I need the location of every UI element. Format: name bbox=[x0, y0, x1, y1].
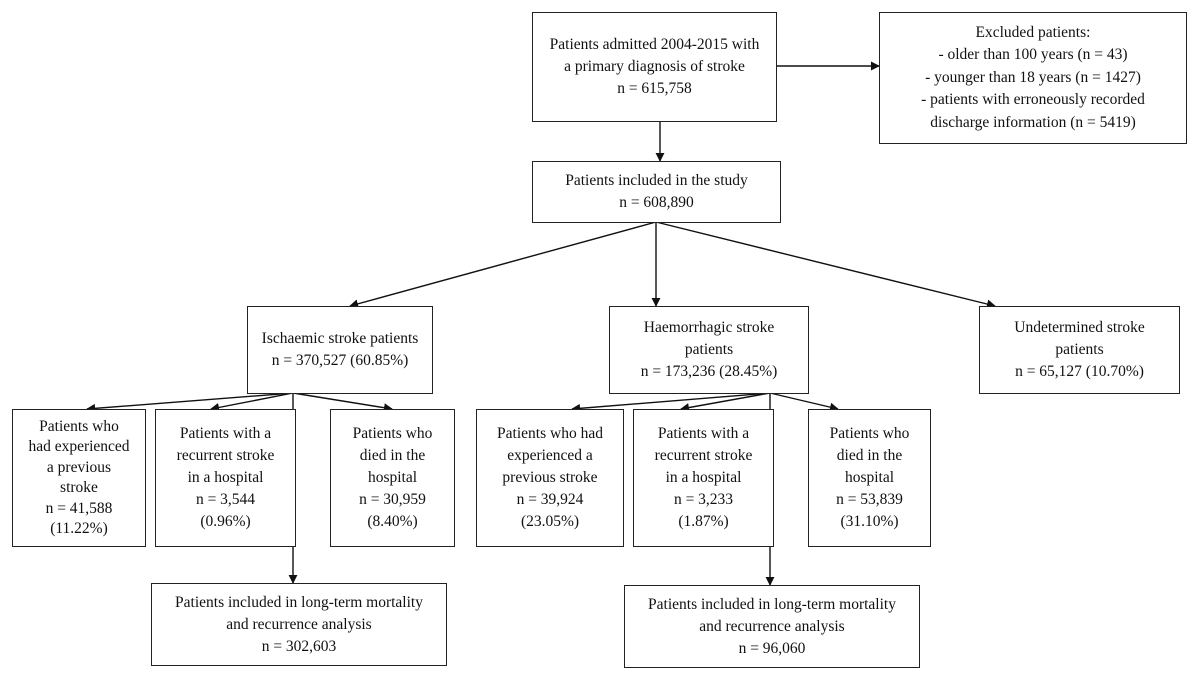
ischaemic-line-2: n = 370,527 (60.85%) bbox=[271, 352, 409, 369]
arrow-haemorrhagic-to-recurrent bbox=[680, 392, 771, 412]
haemorrhagic-previous-stroke-box: Patients who had experienced a previous st… bbox=[476, 409, 624, 547]
haemorrhagic-died-line-3: hospital bbox=[844, 469, 895, 486]
ischaemic-died-line-3: hospital bbox=[367, 469, 418, 486]
haemorrhagic-previous-stroke-line-4: n = 39,924 bbox=[516, 491, 584, 508]
excluded-line-4: - patients with erroneously recorded bbox=[921, 91, 1145, 109]
included-line-2: n = 608,890 bbox=[619, 194, 694, 211]
arrow-ischaemic-to-recurrent bbox=[210, 392, 294, 412]
haemorrhagic-previous-stroke-line-2: experienced a bbox=[507, 447, 593, 464]
haemorrhagic-longterm-line-1: Patients included in long-term mortality bbox=[648, 595, 896, 613]
excluded-line-5: discharge information (n = 5419) bbox=[930, 113, 1136, 131]
ischaemic-recurrent-stroke-line-5: (0.96%) bbox=[200, 513, 251, 530]
ischaemic-longterm-line-3: n = 302,603 bbox=[261, 637, 337, 655]
haemorrhagic-recurrent-stroke-box: Patients with a recurrent stroke in a hosp… bbox=[633, 409, 774, 547]
haemorrhagic-recurrent-stroke-line-4: n = 3,233 bbox=[673, 491, 734, 508]
haemorrhagic-died-line-4: n = 53,839 bbox=[836, 491, 903, 508]
admitted-line-3: n = 615,758 bbox=[617, 80, 692, 97]
excluded-line-3: - younger than 18 years (n = 1427) bbox=[925, 68, 1141, 86]
ischaemic-previous-stroke-line-6: (11.22%) bbox=[50, 520, 108, 537]
haemorrhagic-longterm-line-3: n = 96,060 bbox=[738, 639, 806, 657]
haemorrhagic-line-2: patients bbox=[684, 341, 734, 358]
undetermined-line-1: Undetermined stroke bbox=[1014, 319, 1145, 336]
ischaemic-recurrent-stroke-line-2: recurrent stroke bbox=[176, 447, 275, 464]
haemorrhagic-died-line-2: died in the bbox=[836, 447, 903, 464]
haemorrhagic-line-3: n = 173,236 (28.45%) bbox=[640, 363, 778, 380]
haemorrhagic-recurrent-stroke-line-5: (1.87%) bbox=[678, 513, 729, 530]
ischaemic-longterm-box: Patients included in long-term mortality… bbox=[151, 583, 447, 666]
haemorrhagic-died-line-5: (31.10%) bbox=[840, 513, 899, 530]
ischaemic-previous-stroke-box: Patients who had experienced a previous str… bbox=[12, 409, 146, 547]
haemorrhagic-recurrent-stroke-line-2: recurrent stroke bbox=[654, 447, 753, 464]
ischaemic-previous-stroke-line-1: Patients who bbox=[39, 417, 119, 435]
haemorrhagic-recurrent-stroke-line-3: in a hospital bbox=[665, 469, 742, 486]
ischaemic-died-box: Patients who died in the hospital n = 30,95… bbox=[330, 409, 455, 547]
arrow-ischaemic-to-died bbox=[292, 392, 393, 413]
haemorrhagic-previous-stroke-line-5: (23.05%) bbox=[520, 513, 580, 530]
admitted-line-2: a primary diagnosis of stroke bbox=[564, 58, 745, 75]
admitted-box: Patients admitted 2004-2015 with a primar… bbox=[532, 12, 777, 122]
ischaemic-died-line-1: Patients who bbox=[352, 425, 433, 442]
haemorrhagic-recurrent-stroke-line-1: Patients with a bbox=[657, 425, 750, 442]
excluded-line-1: Excluded patients: bbox=[975, 23, 1091, 41]
ischaemic-line-1: Ischaemic stroke patients bbox=[261, 330, 419, 347]
ischaemic-previous-stroke-line-5: n = 41,588 bbox=[45, 499, 113, 517]
haemorrhagic-previous-stroke-line-3: previous stroke bbox=[502, 469, 598, 486]
ischaemic-box: Ischaemic stroke patients n = 370,527 (60… bbox=[247, 306, 433, 394]
arrow-included-to-undetermined bbox=[655, 221, 996, 309]
arrow-haemorrhagic-to-previous bbox=[571, 392, 771, 413]
ischaemic-longterm-line-1: Patients included in long-term mortality bbox=[175, 593, 423, 611]
haemorrhagic-previous-stroke-line-1: Patients who had bbox=[497, 425, 603, 442]
excluded-box: Excluded patients: - older than 100 years… bbox=[879, 12, 1187, 144]
admitted-line-1: Patients admitted 2004-2015 with bbox=[549, 36, 760, 53]
ischaemic-previous-stroke-line-2: had experienced bbox=[28, 438, 130, 455]
undetermined-line-2: patients bbox=[1055, 341, 1104, 358]
ischaemic-recurrent-stroke-line-4: n = 3,544 bbox=[195, 491, 256, 508]
undetermined-box: Undetermined stroke patients n = 65,127 (1… bbox=[979, 306, 1180, 394]
haemorrhagic-line-1: Haemorrhagic stroke bbox=[643, 319, 775, 336]
haemorrhagic-longterm-box: Patients included in long-term mortality… bbox=[624, 585, 920, 668]
ischaemic-died-line-5: (8.40%) bbox=[367, 513, 418, 530]
ischaemic-died-line-2: died in the bbox=[359, 447, 426, 464]
included-line-1: Patients included in the study bbox=[565, 172, 748, 189]
included-box: Patients included in the study n = 608,89… bbox=[532, 161, 781, 223]
haemorrhagic-box: Haemorrhagic stroke patients n = 173,236 (… bbox=[609, 306, 809, 394]
ischaemic-recurrent-stroke-line-1: Patients with a bbox=[179, 425, 272, 442]
excluded-line-2: - older than 100 years (n = 43) bbox=[938, 46, 1128, 64]
arrow-included-to-ischaemic bbox=[349, 221, 657, 309]
ischaemic-died-line-4: n = 30,959 bbox=[359, 491, 426, 508]
ischaemic-longterm-line-2: and recurrence analysis bbox=[226, 615, 372, 633]
arrow-haemorrhagic-to-died bbox=[769, 392, 839, 412]
haemorrhagic-died-line-1: Patients who bbox=[829, 425, 910, 442]
ischaemic-recurrent-stroke-line-3: in a hospital bbox=[187, 469, 264, 486]
arrow-ischaemic-to-previous bbox=[86, 392, 294, 413]
haemorrhagic-longterm-line-2: and recurrence analysis bbox=[699, 617, 845, 635]
ischaemic-previous-stroke-line-4: stroke bbox=[60, 479, 98, 496]
haemorrhagic-died-box: Patients who died in the hospital n = 53,83… bbox=[808, 409, 931, 547]
ischaemic-previous-stroke-line-3: a previous bbox=[46, 458, 112, 476]
undetermined-line-3: n = 65,127 (10.70%) bbox=[1015, 363, 1144, 380]
ischaemic-recurrent-stroke-box: Patients with a recurrent stroke in a hosp… bbox=[155, 409, 296, 547]
